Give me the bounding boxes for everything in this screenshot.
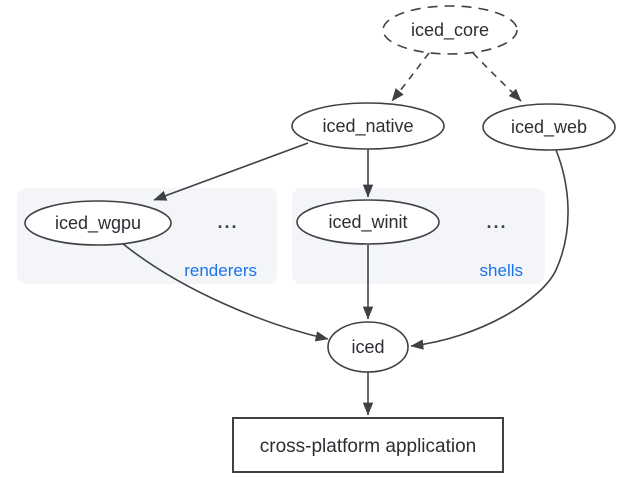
edge-iced-native-to-iced-wgpu — [153, 142, 309, 201]
renderers-ellipsis: ... — [217, 212, 238, 232]
node-cross-platform-application-label: cross-platform application — [260, 436, 476, 457]
group-shells-label: shells — [480, 261, 523, 280]
node-iced-winit — [296, 199, 440, 245]
shells-ellipsis: ... — [486, 212, 507, 232]
node-iced — [327, 321, 409, 373]
node-iced-label: iced — [351, 337, 384, 357]
node-iced-web-label: iced_web — [511, 117, 587, 138]
node-iced-winit-label: iced_winit — [328, 212, 407, 233]
node-iced-core — [382, 5, 518, 55]
edge-iced-core-to-iced-web — [472, 52, 522, 102]
edge-iced-wgpu-to-iced — [121, 242, 329, 342]
node-iced-native-label: iced_native — [322, 116, 413, 137]
node-iced-wgpu — [24, 200, 172, 246]
node-cross-platform-application — [232, 417, 504, 473]
node-iced-native — [291, 102, 445, 150]
node-iced-web — [482, 103, 616, 151]
edge-iced-web-to-iced — [410, 149, 569, 350]
node-iced-wgpu-label: iced_wgpu — [55, 213, 141, 234]
node-iced-core-label: iced_core — [411, 20, 489, 41]
group-renderers-label: renderers — [184, 261, 257, 280]
edge-iced-core-to-iced-native — [391, 52, 430, 102]
